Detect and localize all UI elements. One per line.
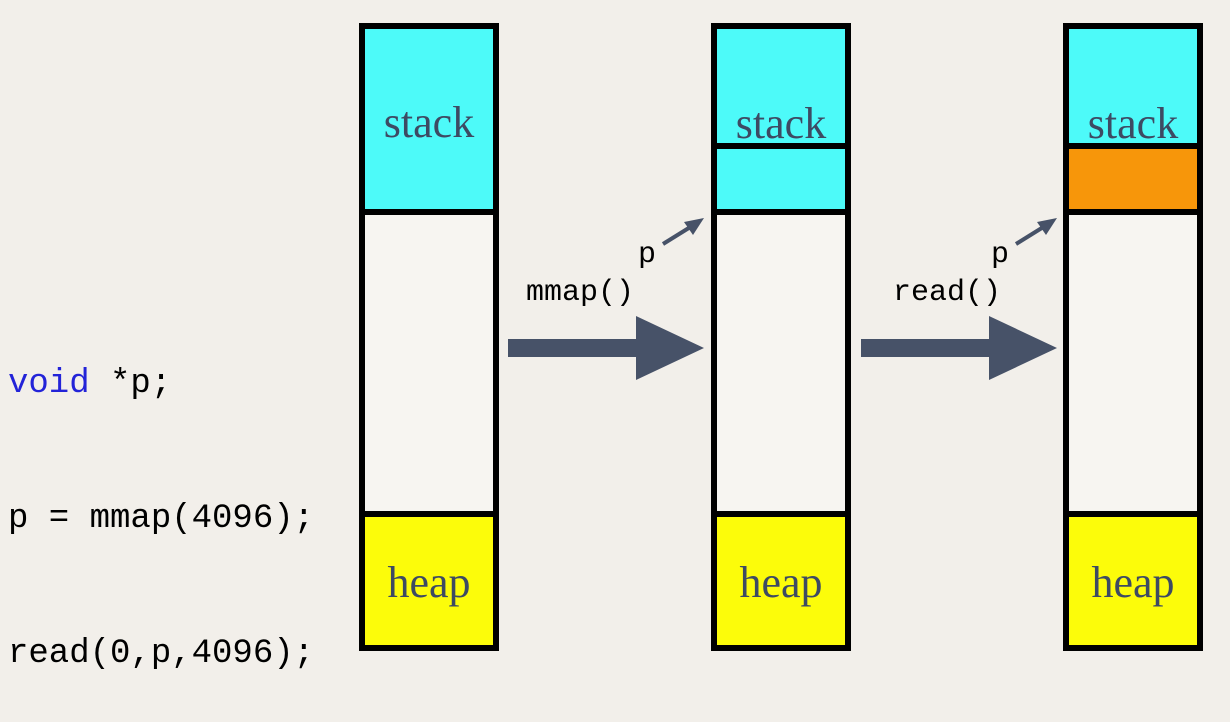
address-space-initial: stack heap: [359, 23, 499, 651]
arrows-layer: [508, 218, 1057, 380]
stack-region: stack: [717, 29, 845, 149]
stack-label: stack: [1087, 99, 1179, 148]
code-line-1: void *p;: [8, 362, 314, 407]
pointer-arrow-1: [661, 218, 704, 246]
pointer-arrow-2: [1014, 218, 1057, 246]
code-keyword-void: void: [8, 365, 90, 403]
code-line-1-rest: *p;: [89, 365, 172, 403]
heap-region: heap: [1069, 511, 1197, 645]
mapped-page-region: [717, 149, 845, 215]
stack-region: stack: [365, 29, 493, 215]
heap-label: heap: [739, 558, 823, 607]
heap-region: heap: [717, 511, 845, 645]
stack-label: stack: [735, 99, 827, 148]
pointer-label-2: p: [991, 238, 1010, 272]
transition-arrow-2: [861, 316, 1057, 380]
heap-region: heap: [365, 511, 493, 645]
written-page-region: [1069, 149, 1197, 215]
code-line-3: read(0,p,4096);: [8, 635, 315, 673]
address-space-after-read: stack heap: [1063, 23, 1203, 651]
call-label-mmap: mmap(): [526, 276, 635, 310]
transition-arrow-1: [508, 316, 704, 380]
code-snippet: void *p; p = mmap(4096); read(0,p,4096);: [8, 272, 314, 722]
heap-label: heap: [1091, 558, 1175, 607]
stack-region: stack: [1069, 29, 1197, 149]
code-line-2: p = mmap(4096);: [8, 500, 315, 538]
call-label-read: read(): [893, 276, 1002, 310]
heap-label: heap: [387, 558, 471, 607]
stack-label: stack: [383, 98, 475, 147]
pointer-label-1: p: [638, 238, 657, 272]
address-space-after-mmap: stack heap: [711, 23, 851, 651]
